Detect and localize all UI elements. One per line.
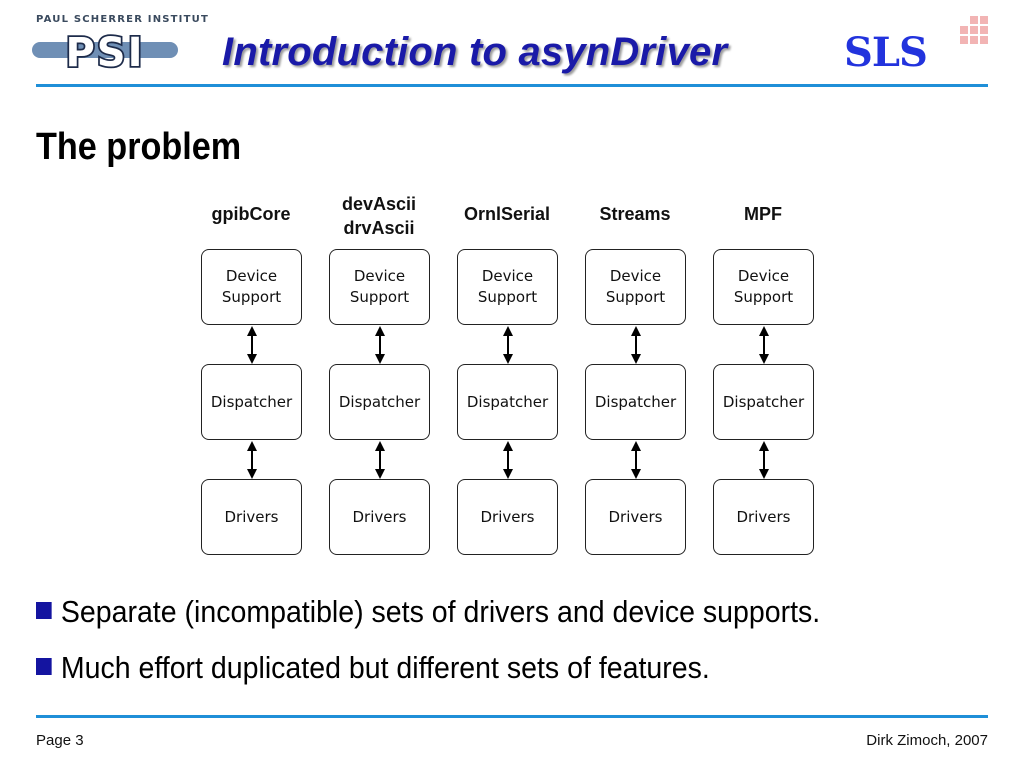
bidirectional-arrow-icon xyxy=(375,441,385,479)
square-bullet-icon xyxy=(36,658,52,675)
institute-name: PAUL SCHERRER INSTITUT xyxy=(36,14,209,25)
slide-heading: The problem xyxy=(36,126,242,168)
column-label-devascii-drvascii: devAscii drvAscii xyxy=(341,194,417,238)
bullet-text: Much effort duplicated but different set… xyxy=(60,650,710,685)
bullet-text: Separate (incompatible) sets of drivers … xyxy=(60,594,821,629)
device-support-box: Device Support xyxy=(457,249,558,325)
author-credit: Dirk Zimoch, 2007 xyxy=(866,732,988,749)
device-support-box: Device Support xyxy=(201,249,302,325)
psi-logo-text: PSI xyxy=(65,30,144,74)
dispatcher-box: Dispatcher xyxy=(329,364,430,440)
page-number: Page 3 xyxy=(36,732,84,749)
drivers-box: Drivers xyxy=(201,479,302,555)
swiss-cross-icon xyxy=(960,16,988,44)
bidirectional-arrow-icon xyxy=(631,441,641,479)
header-rule xyxy=(36,84,988,87)
bullet-item: Much effort duplicated but different set… xyxy=(36,650,710,686)
drivers-box: Drivers xyxy=(585,479,686,555)
bidirectional-arrow-icon xyxy=(247,441,257,479)
psi-logo: PSI xyxy=(32,28,178,74)
bidirectional-arrow-icon xyxy=(631,326,641,364)
column-label-streams: Streams xyxy=(599,204,671,224)
bidirectional-arrow-icon xyxy=(503,326,513,364)
dispatcher-box: Dispatcher xyxy=(585,364,686,440)
dispatcher-box: Dispatcher xyxy=(457,364,558,440)
drivers-box: Drivers xyxy=(713,479,814,555)
dispatcher-box: Dispatcher xyxy=(201,364,302,440)
column-label-mpf: MPF xyxy=(744,204,782,224)
square-bullet-icon xyxy=(36,602,52,619)
column-label-ornlserial: OrnlSerial xyxy=(463,204,551,224)
bullet-item: Separate (incompatible) sets of drivers … xyxy=(36,594,820,630)
footer-rule xyxy=(36,715,988,718)
bidirectional-arrow-icon xyxy=(759,441,769,479)
sls-logo-text: SLS xyxy=(844,29,927,74)
column-label-gpibcore: gpibCore xyxy=(211,204,291,224)
drivers-box: Drivers xyxy=(457,479,558,555)
bidirectional-arrow-icon xyxy=(375,326,385,364)
device-support-box: Device Support xyxy=(713,249,814,325)
bidirectional-arrow-icon xyxy=(503,441,513,479)
bidirectional-arrow-icon xyxy=(247,326,257,364)
slide-title: Introduction to asynDriver xyxy=(222,30,728,74)
device-support-box: Device Support xyxy=(329,249,430,325)
device-support-box: Device Support xyxy=(585,249,686,325)
sls-logo: SLS xyxy=(844,16,988,74)
drivers-box: Drivers xyxy=(329,479,430,555)
bidirectional-arrow-icon xyxy=(759,326,769,364)
dispatcher-box: Dispatcher xyxy=(713,364,814,440)
